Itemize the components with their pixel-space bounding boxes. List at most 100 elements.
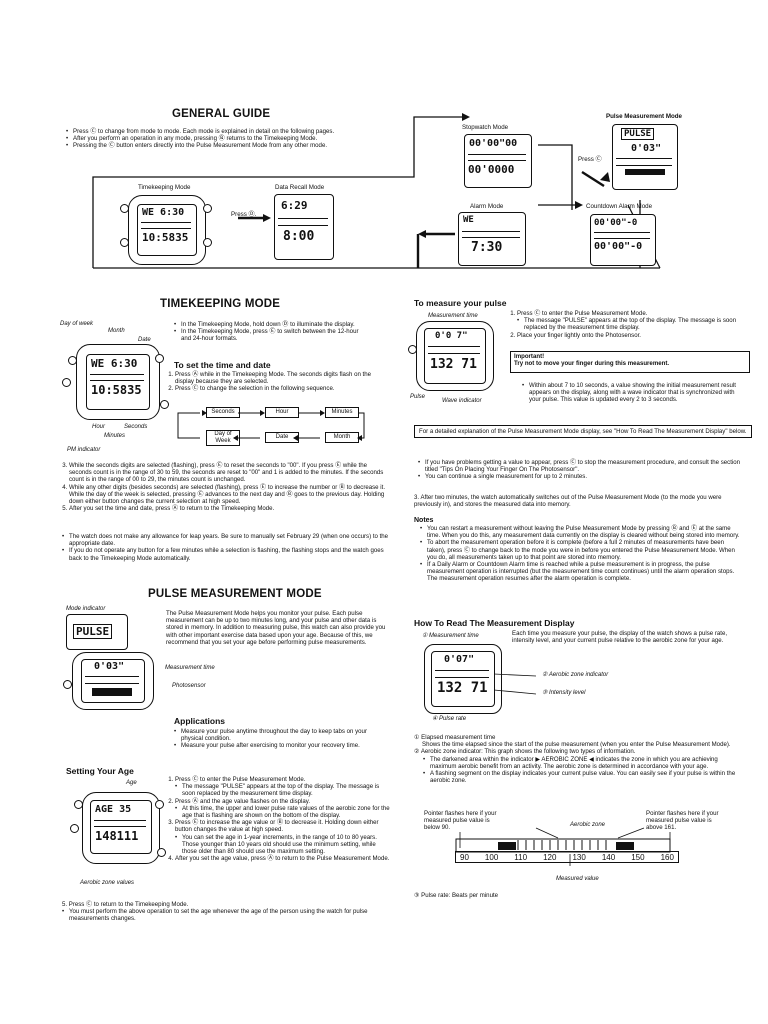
lcd-mid: 0'03" — [631, 143, 662, 154]
seq-day-of-week: Day of Week — [206, 430, 240, 446]
arrow-head — [575, 201, 583, 209]
lcd-top: WE 6:30 — [142, 207, 185, 218]
button-b-icon — [203, 204, 212, 213]
notes-title: Notes — [414, 517, 434, 524]
lcd-time: 0'07" — [444, 654, 475, 665]
detail-box: For a detailed explanation of the Pulse … — [414, 425, 752, 439]
read-leader-lines — [493, 673, 537, 695]
measure-note: You can restart a measurement without le… — [420, 525, 744, 539]
lcd-top: 00'00"00 — [469, 138, 518, 149]
read-title: How To Read The Measurement Display — [414, 618, 575, 628]
button-c-icon — [70, 824, 79, 833]
pulse-display: PULSE 0'03" — [612, 124, 678, 190]
lcd-bottom: 7:30 — [471, 240, 503, 255]
read-item-bullet: A flashing segment on the display indica… — [423, 770, 744, 784]
seq-seconds: Seconds — [206, 407, 240, 418]
label-seconds: Seconds — [124, 424, 148, 430]
aerobic-scale-diagram — [455, 827, 671, 866]
read-item: ① Elapsed measurement time — [414, 734, 496, 741]
pulse-mode-indicator-box: PULSE — [66, 614, 128, 650]
measure-step: Press Ⓒ to enter the Pulse Measurement M… — [517, 310, 740, 332]
scale-value: 90 — [460, 852, 469, 862]
stopwatch-display: 00'00"00 00'0000 — [464, 134, 532, 188]
label-hour: Hour — [92, 424, 106, 430]
button-a-icon — [74, 800, 83, 809]
button-c-icon — [63, 680, 72, 689]
timekeeping-watch: WE 6:30 10:5835 — [76, 344, 160, 420]
scale-value: 100 — [484, 852, 499, 862]
lcd-bottom: 00'0000 — [468, 163, 515, 176]
pulse-watch: 0'03" — [72, 652, 154, 710]
watch-display: 0'0 7" 132 71 — [424, 328, 486, 384]
watch-display: 0'07" 132 71 — [431, 651, 495, 707]
important-box: Important! Try not to move your finger d… — [510, 351, 750, 373]
set-time-step: Press Ⓒ to change the selection in the f… — [175, 385, 376, 392]
timekeeping-title: TIMEKEEPING MODE — [160, 298, 281, 310]
sequence-arrows — [177, 410, 365, 441]
lcd-top: WE 6:30 — [91, 357, 138, 370]
scale-value: 130 — [572, 852, 586, 862]
scale-value: 120 — [543, 852, 557, 862]
label-read-3: ③ Intensity level — [542, 690, 586, 696]
lcd-bottom: 10:5835 — [142, 231, 189, 244]
general-bullet: Press Ⓒ to change from mode to mode. Eac… — [66, 128, 372, 135]
seq-minutes: Minutes — [325, 407, 359, 418]
measure-note: To abort the measurement operation befor… — [420, 539, 744, 561]
button-b-icon — [155, 800, 164, 809]
lcd-top: 00'00"-0 — [594, 218, 638, 228]
measure-notes: You can restart a measurement without le… — [420, 525, 744, 583]
label-measurement-time: Measurement time — [165, 665, 215, 671]
watch-display: AGE 35 148111 — [90, 800, 152, 854]
lcd-time: 0'03" — [94, 661, 125, 672]
measure-note: If a Daily Alarm or Countdown Alarm time… — [420, 561, 744, 583]
arrow-head — [600, 172, 610, 182]
label-mode-indicator: Mode indicator — [66, 606, 106, 612]
flow-line — [538, 144, 573, 210]
scale-value: 160 — [660, 852, 674, 862]
application-item: Measure your pulse after exercising to m… — [174, 742, 390, 749]
read-item-bullet: The darkened area within the indicator ▶… — [423, 756, 744, 770]
general-bullet: After you perform an operation in any mo… — [66, 135, 372, 142]
measure-step-3: 3. After two minutes, the watch automati… — [414, 494, 722, 509]
label-wave-indicator: Wave indicator — [442, 398, 482, 404]
lcd-pulse: 132 71 — [437, 680, 488, 696]
applications-list: Measure your pulse anytime throughout th… — [174, 728, 390, 750]
lcd-bottom: 00'00"-0 — [594, 241, 643, 252]
timekeeping-bullet: In the Timekeeping Mode, press Ⓔ to swit… — [174, 328, 364, 342]
timekeeping-step: While any other digits (besides seconds)… — [69, 484, 390, 506]
age-step-5: 5. Press Ⓒ to return to the Timekeeping … — [62, 901, 189, 908]
countdown-display: 00'00"-0 00'00"-0 — [590, 214, 656, 266]
read-items: ① Elapsed measurement time Shows the tim… — [414, 734, 744, 784]
lcd-aerobic: 148111 — [95, 829, 139, 843]
age-note: You must perform the above operation to … — [62, 908, 392, 922]
button-c-icon — [408, 345, 417, 354]
arrow-head — [418, 230, 426, 238]
lcd-top: PULSE — [621, 128, 655, 140]
label-pm-indicator: PM indicator — [67, 447, 101, 453]
watch-display: WE 6:30 10:5835 — [86, 354, 150, 410]
button-c-icon — [62, 378, 71, 387]
arrow-head — [462, 113, 470, 121]
label-age: Age — [126, 780, 137, 786]
seq-date: Date — [265, 432, 299, 443]
label-pulse: Pulse — [410, 394, 426, 400]
age-step: After you set the age value, press Ⓐ to … — [175, 855, 390, 862]
lcd-pulse: PULSE — [73, 624, 113, 639]
read-watch: 0'07" 132 71 — [424, 644, 502, 714]
label-read-2: ② Aerobic zone indicator — [542, 672, 609, 678]
mode-label-countdown: Countdown Alarm Mode — [586, 203, 653, 210]
timekeeping-step: After you set the time and date, press Ⓐ… — [69, 505, 390, 512]
alarm-display: WE 7:30 — [458, 212, 526, 266]
watch-illustration: WE 6:30 10:5835 — [128, 195, 206, 265]
watch-display: WE 6:30 10:5835 — [137, 204, 197, 256]
age-step: Press Ⓔ to increase the age value or Ⓑ t… — [175, 819, 390, 855]
mode-label-data-recall: Data Recall Mode — [275, 184, 325, 191]
read-intro: Each time you measure your pulse, the di… — [512, 630, 728, 645]
flow-line — [92, 116, 462, 268]
measured-value-label: Measured value — [556, 876, 599, 882]
measure-title: To measure your pulse — [414, 298, 507, 308]
aerobic-zone-label: Aerobic zone — [570, 822, 606, 828]
button-e-icon — [160, 400, 169, 409]
aerobic-scale: 90 100 110 120 130 140 150 160 — [455, 851, 679, 863]
button-e-icon — [157, 848, 166, 857]
